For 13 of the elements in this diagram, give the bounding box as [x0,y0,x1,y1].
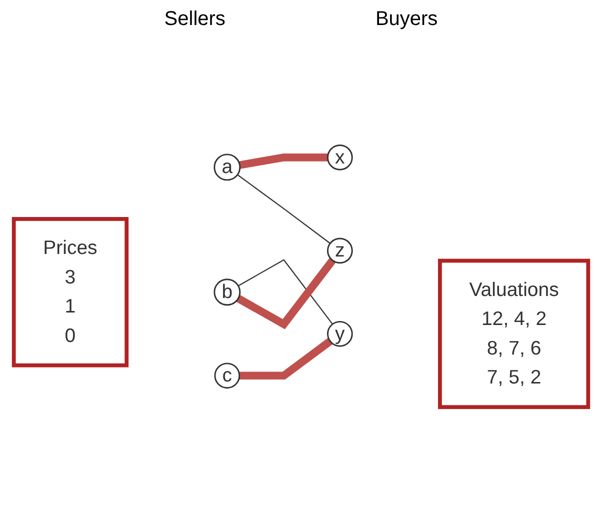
connector [239,153,328,168]
connector [237,174,331,244]
node-circle: c [214,362,240,388]
connector [239,338,332,380]
node-circle: a [214,153,241,180]
node-circle: b [214,278,241,306]
node-circle: y [327,320,353,346]
column-heading: Buyers [375,8,438,31]
node-circle: z [327,237,353,264]
node-circle: x [327,144,353,170]
node-box: Prices 3 1 0 [12,216,129,367]
node-box: Valuations 12, 4, 2 8, 7, 6 7, 5, 2 [438,258,590,409]
column-heading: Sellers [164,8,226,31]
